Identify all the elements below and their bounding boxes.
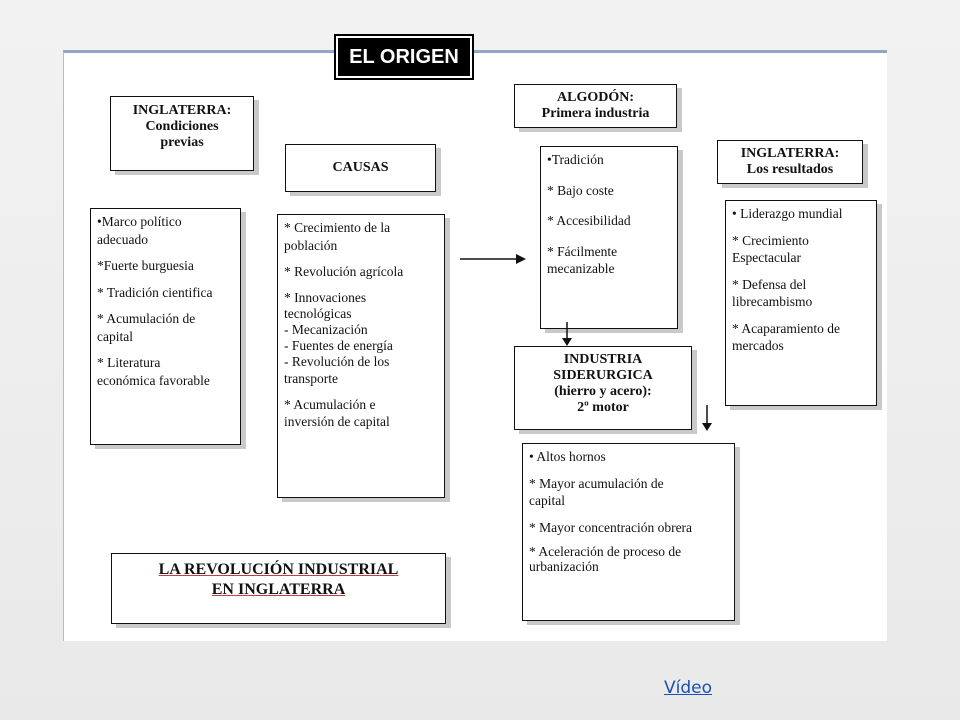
list-item: * Revolución agrícola [284,264,404,280]
inglaterra-resultados-box: INGLATERRA: Los resultados [717,140,863,184]
causas-box: CAUSAS [285,144,436,192]
list-item: * Defensa del librecambismo [732,276,813,310]
video-link[interactable]: Vídeo [664,678,713,698]
revolucion-industrial-title-box: LA REVOLUCIÓN INDUSTRIAL EN INGLATERRA [111,553,446,624]
industria-siderurgica-box: INDUSTRIA SIDERURGICA (hierro y acero): … [514,346,692,430]
el-origen-badge: EL ORIGEN [334,34,474,80]
list-item: *Fuerte burguesia [97,258,194,274]
list-item: * Bajo coste [547,182,614,198]
list-item: * Fácilmente mecanizable [547,243,618,277]
list-item: •Tradición [547,152,604,167]
arrow-down-icon [562,322,572,346]
siderurgica-list: • Altos hornos * Mayor acumulación de ca… [522,443,735,621]
list-item: * Acaparamiento de mercados [732,320,840,354]
arrow-right-icon [460,254,526,264]
list-item: * Crecimiento Espectacular [732,232,809,266]
list-item: * Mayor acumulación de capital [529,475,664,509]
algodon-box: ALGODÓN: Primera industria [514,84,677,128]
list-item: * Aceleración de proceso de urbanización [529,544,682,575]
list-item: * Crecimiento de la población [284,220,391,253]
list-item: * Innovaciones tecnológicas - Mecanizaci… [284,289,393,386]
list-item: •Marco político adecuado [97,214,182,247]
list-item: * Acumulación de capital [97,311,196,344]
inglaterra-condiciones-previas-box: INGLATERRA: Condiciones previas [110,96,254,171]
list-item: * Mayor concentración obrera [529,519,693,535]
list-item: * Accesibilidad [547,213,631,229]
causas-list: * Crecimiento de la población * Revoluci… [277,214,445,498]
condiciones-previas-list: •Marco político adecuado *Fuerte burgues… [90,208,241,445]
list-item: • Liderazgo mundial [732,206,843,221]
list-item: * Literatura económica favorable [97,355,210,388]
main-title-line1: LA REVOLUCIÓN INDUSTRIAL [158,561,399,578]
resultados-list: • Liderazgo mundial * Crecimiento Espect… [725,200,877,406]
list-item: * Tradición cientifica [97,284,213,300]
arrow-down-icon [702,405,712,431]
algodon-list: •Tradición * Bajo coste * Accesibilidad … [540,146,678,329]
list-item: * Acumulación e inversión de capital [284,396,390,430]
list-item: • Altos hornos [529,449,606,464]
main-title-line2: EN INGLATERRA [211,581,346,598]
